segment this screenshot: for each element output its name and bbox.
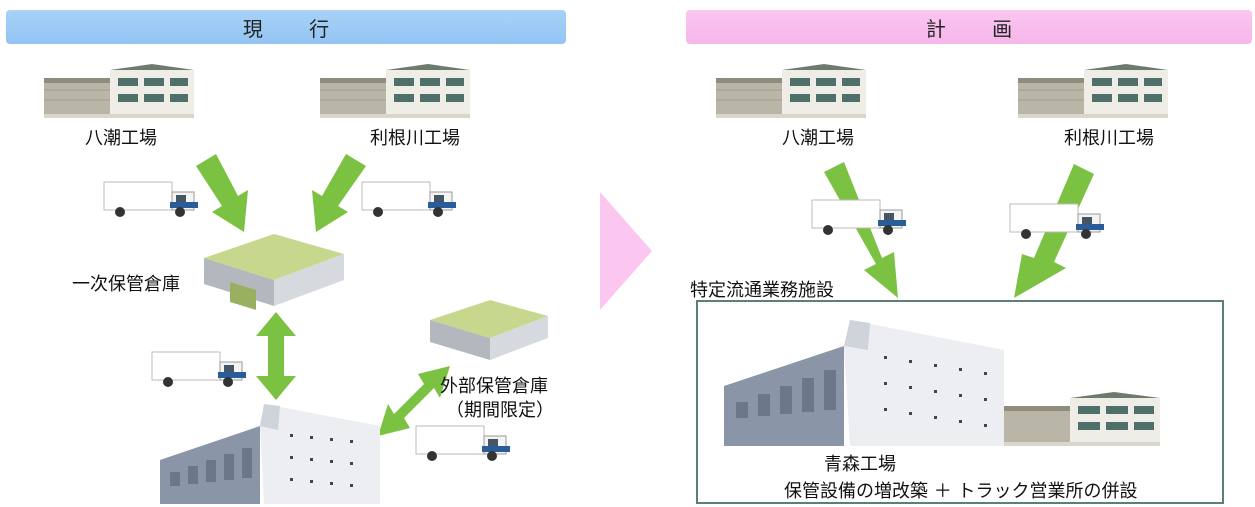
label-yashio-plan: 八潮工場 — [782, 128, 854, 149]
plan-header: 計 画 — [686, 10, 1252, 44]
truck-office-icon — [1004, 392, 1160, 446]
arrow-tonegawa-to-primary-icon — [312, 154, 366, 232]
factory-yashio-icon — [716, 64, 866, 118]
label-plan-caption: 保管設備の増改築 ＋ トラック営業所の併設 — [784, 481, 1138, 502]
primary-warehouse-icon — [204, 234, 344, 310]
current-header: 現 行 — [6, 10, 566, 44]
aomori-factory-icon — [160, 404, 380, 504]
transition-arrow-icon — [600, 192, 652, 310]
truck-icon — [1009, 203, 1104, 239]
label-external-note: （期間限定） — [446, 400, 554, 421]
truck-icon — [811, 199, 906, 235]
factory-yashio-icon — [44, 64, 194, 118]
aomori-facility-icon — [724, 320, 1004, 446]
label-aomori: 青森工場 — [824, 454, 896, 475]
label-primary-warehouse: 一次保管倉庫 — [72, 274, 180, 295]
facility-box — [696, 300, 1224, 504]
label-tonegawa-current: 利根川工場 — [370, 128, 460, 149]
label-yashio-current: 八潮工場 — [85, 128, 157, 149]
truck-icon — [151, 351, 246, 387]
arrow-external-aomori-icon — [378, 366, 450, 436]
arrow-yashio-to-primary-icon — [196, 154, 248, 232]
external-warehouse-icon — [430, 300, 548, 360]
truck-icon — [361, 181, 456, 217]
label-facility: 特定流通業務施設 — [690, 280, 834, 301]
truck-icon — [103, 181, 198, 217]
arrow-yashio-to-facility-icon — [824, 162, 898, 298]
factory-tonegawa-icon — [1018, 64, 1168, 118]
label-external-warehouse: 外部保管倉庫 — [440, 376, 548, 397]
label-tonegawa-plan: 利根川工場 — [1064, 128, 1154, 149]
truck-icon — [415, 425, 510, 461]
arrow-primary-aomori-icon — [256, 312, 296, 400]
factory-tonegawa-icon — [320, 64, 470, 118]
